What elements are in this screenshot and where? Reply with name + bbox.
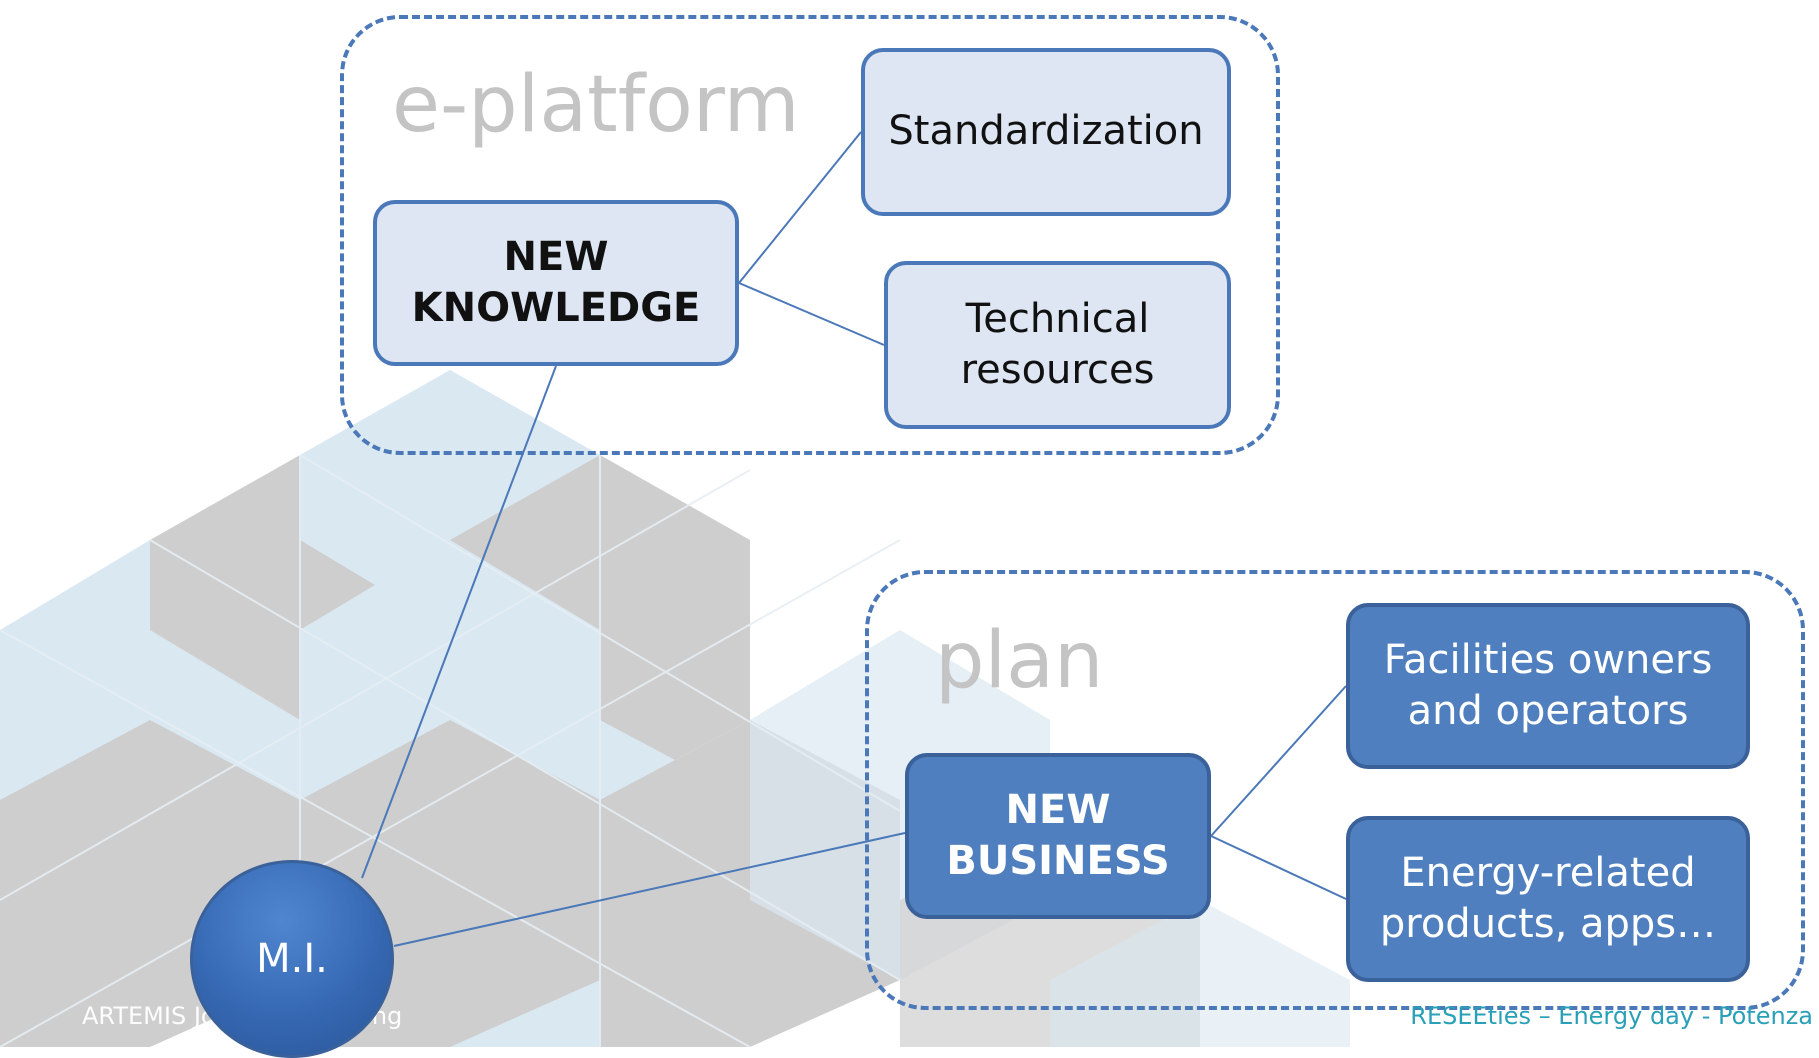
node-new-knowledge-label: NEW KNOWLEDGE xyxy=(411,233,701,331)
group-eplatform xyxy=(340,15,1280,455)
node-facilities-owners-label: Facilities owners and operators xyxy=(1383,636,1713,734)
node-new-business-label: NEW BUSINESS xyxy=(946,786,1170,884)
node-standardization: Standardization xyxy=(861,48,1231,216)
node-mi-label: M.I. xyxy=(256,936,328,982)
group-title-plan: plan xyxy=(935,616,1104,706)
node-technical-resources-label: Technical resources xyxy=(960,295,1155,393)
node-new-business: NEW BUSINESS xyxy=(905,753,1211,919)
node-new-knowledge: NEW KNOWLEDGE xyxy=(373,200,739,366)
group-plan xyxy=(865,570,1805,1010)
group-title-eplatform: e-platform xyxy=(392,60,800,150)
node-energy-products-label: Energy-related products, apps… xyxy=(1379,849,1717,947)
node-mi: M.I. xyxy=(190,860,394,1058)
node-technical-resources: Technical resources xyxy=(884,261,1231,429)
node-standardization-label: Standardization xyxy=(888,108,1204,155)
footer-right-text: RESEEties – Energy day - Potenza xyxy=(1410,1002,1813,1030)
node-facilities-owners: Facilities owners and operators xyxy=(1346,603,1750,769)
node-energy-products: Energy-related products, apps… xyxy=(1346,816,1750,982)
